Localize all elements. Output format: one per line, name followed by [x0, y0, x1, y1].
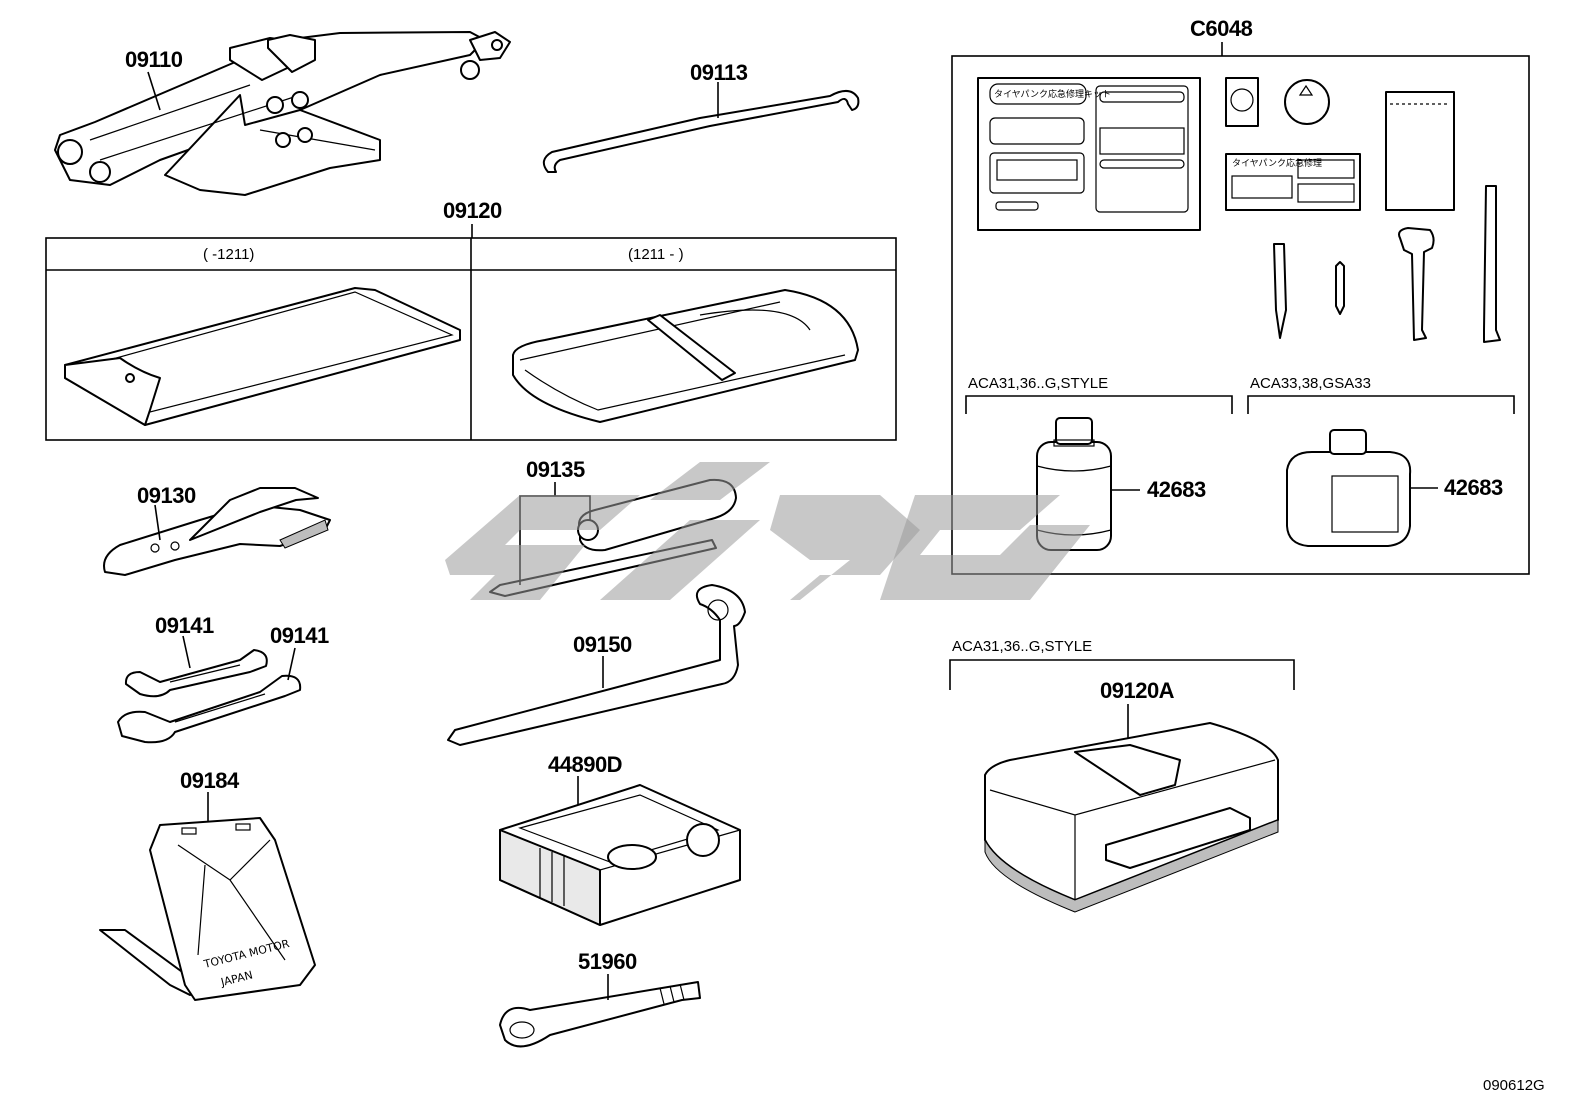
callout-42683-b: 42683: [1444, 475, 1503, 500]
callout-09141-b: 09141: [270, 623, 329, 648]
callout-09113: 09113: [690, 60, 748, 85]
pliers-illustration: [103, 487, 331, 576]
small-stickers-illustration: タイヤパンク応急修理: [1225, 77, 1455, 211]
tool-bag-rolled-illustration: [512, 289, 859, 423]
callout-09120a: 09120A: [1100, 678, 1175, 703]
callout-09150: 09150: [573, 632, 632, 657]
callout-42683-a: 42683: [1147, 477, 1206, 502]
storage-case-illustration: [984, 722, 1279, 913]
lug-wrench-illustration: [447, 584, 746, 746]
table-col-left-header: ( -1211): [203, 246, 254, 263]
leader-09130: [154, 504, 161, 541]
watermark-logo: [445, 462, 1090, 600]
callout-09130: 09130: [137, 483, 196, 508]
wrench-small-illustration: [124, 649, 268, 698]
diagram-code: 090612G: [1483, 1077, 1545, 1094]
tool-bag-table: [45, 237, 897, 441]
variant-aca31-bracket: [965, 395, 1233, 414]
sealant-bottle-round: [1036, 417, 1112, 551]
jack-illustration: [54, 31, 511, 196]
tool-bag-flat-illustration: [64, 287, 461, 426]
callout-09141-a: 09141: [155, 613, 214, 638]
leader-09141-b: [287, 647, 296, 681]
table-col-right-header: (1211 - ): [628, 246, 684, 263]
compressor-illustration: [499, 784, 741, 926]
valve-tools-illustration: [1273, 185, 1501, 343]
variant-aca33-bracket: [1247, 395, 1515, 414]
callout-09110: 09110: [125, 47, 183, 72]
sealant-bottle-square: [1286, 429, 1412, 547]
sticker2-text: タイヤパンク応急修理: [1232, 157, 1322, 169]
callout-09120: 09120: [443, 198, 502, 223]
warning-stand-illustration: TOYOTA MOTOR JAPAN: [99, 817, 316, 1001]
callout-09184: 09184: [180, 768, 240, 793]
sticker-text: タイヤパンク応急修理キット: [994, 88, 1111, 100]
leader-09141-a: [182, 635, 191, 669]
instruction-sheet-illustration: タイヤパンク応急修理キット: [977, 77, 1201, 231]
repair-kit-box: [951, 55, 1530, 575]
wrench-large-illustration: [117, 674, 302, 744]
variant-aca31-label: ACA31,36..G,STYLE: [968, 375, 1108, 392]
variant-aca31-b-label: ACA31,36..G,STYLE: [952, 638, 1092, 655]
jack-handle-rod: [542, 90, 860, 173]
variant-aca31-b-bracket: [949, 659, 1295, 690]
callout-51960: 51960: [578, 949, 637, 974]
callout-c6048: C6048: [1190, 16, 1253, 41]
callout-09135: 09135: [526, 457, 585, 482]
variant-aca33-label: ACA33,38,GSA33: [1250, 375, 1371, 392]
callout-44890d: 44890D: [548, 752, 622, 777]
towing-eye-illustration: [499, 981, 701, 1048]
leader-09110: [147, 71, 161, 111]
